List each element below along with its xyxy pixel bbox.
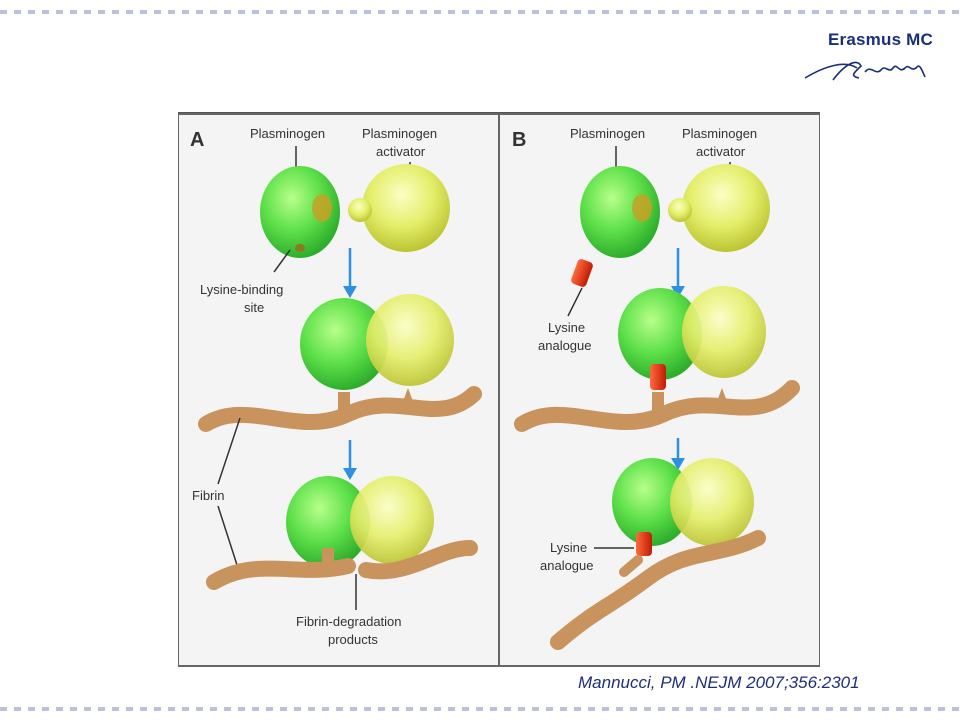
panel-b-bound-activator	[682, 286, 766, 378]
panel-b-analogue1-line1: Lysine	[548, 320, 585, 335]
panel-b-analogue2-line1: Lysine	[550, 540, 587, 555]
panel-b-plasminogen-label: Plasminogen	[570, 126, 645, 141]
panel-a-fibrin-leader-1	[217, 417, 241, 485]
panel-a-bound-plasminogen	[300, 298, 388, 390]
panel-a-activator-label-line2: activator	[376, 144, 426, 159]
antifibrinolytic-mechanism-figure: A Plasminogen Plasminogen activator Lysi…	[178, 112, 820, 667]
panel-b-activator-label-line2: activator	[696, 144, 746, 159]
panel-a-site-leader	[273, 249, 291, 273]
panel-a-fibrin-leader-2	[217, 505, 239, 569]
panel-b-arrow-2-head	[671, 458, 685, 470]
panel-a-plasminogen-molecule	[260, 166, 340, 258]
panel-b-letter: B	[512, 129, 526, 151]
panel-b-bound-plasminogen	[618, 288, 702, 380]
top-dotted-rule	[0, 10, 960, 14]
panel-a: A Plasminogen Plasminogen activator Lysi…	[190, 126, 482, 647]
panel-a-activator-label-line1: Plasminogen	[362, 126, 437, 141]
panel-b-fibrin-strand	[514, 380, 800, 432]
panel-b-final-plasminogen	[612, 458, 692, 546]
panel-b-activator-knob	[668, 198, 692, 222]
panel-b-analogue-leader-1	[567, 287, 583, 317]
panel-a-activator-molecule	[362, 164, 450, 252]
panel-a-products-line1: Fibrin-degradation	[296, 614, 402, 629]
panel-a-letter: A	[190, 129, 204, 151]
panel-a-binding-site	[295, 244, 305, 252]
erasmus-mc-logo-text: Erasmus MC	[828, 30, 933, 49]
panel-a-degrading-plasminogen	[286, 476, 370, 568]
panel-a-plasminogen-label: Plasminogen	[250, 126, 325, 141]
panel-b-plasminogen-molecule	[580, 166, 660, 258]
panel-b-final-blocking-analogue	[636, 532, 652, 556]
panel-a-lysine-site-line1: Lysine-binding	[200, 282, 283, 297]
panel-a-arrow-2-head	[343, 468, 357, 480]
panel-b: B Plasminogen Plasminogen activator Lysi…	[512, 126, 800, 650]
panel-a-activator-knob	[348, 198, 372, 222]
panel-b-final-activator	[670, 458, 754, 546]
panel-a-degrading-activator	[350, 476, 434, 564]
panel-b-blocking-analogue	[650, 364, 666, 390]
panel-a-fibrin-fragments	[206, 540, 478, 590]
panel-b-analogue1-line2: analogue	[538, 338, 592, 353]
panel-b-analogue2-line2: analogue	[540, 558, 594, 573]
panel-a-bound-activator	[366, 294, 454, 386]
panel-a-lysine-pocket	[312, 194, 332, 222]
erasmus-signature-logo	[804, 61, 926, 81]
panel-a-arrow-1-head	[343, 286, 357, 298]
citation: Mannucci, PM .NEJM 2007;356:2301	[578, 673, 860, 692]
panel-a-lysine-site-line2: site	[244, 300, 264, 315]
panel-b-free-lysine-analogue	[571, 259, 593, 287]
bottom-dotted-rule	[0, 707, 960, 711]
panel-b-activator-molecule	[682, 164, 770, 252]
panel-b-activator-label-line1: Plasminogen	[682, 126, 757, 141]
panel-b-lysine-pocket	[632, 194, 652, 222]
panel-a-products-line2: products	[328, 632, 378, 647]
panel-b-fibrin-branch	[619, 555, 643, 577]
panel-a-fibrin-label: Fibrin	[192, 488, 225, 503]
panel-a-fibrin-strand	[198, 386, 482, 432]
panel-b-intact-fibrin	[550, 530, 766, 650]
panel-b-arrow-1-head	[671, 286, 685, 298]
